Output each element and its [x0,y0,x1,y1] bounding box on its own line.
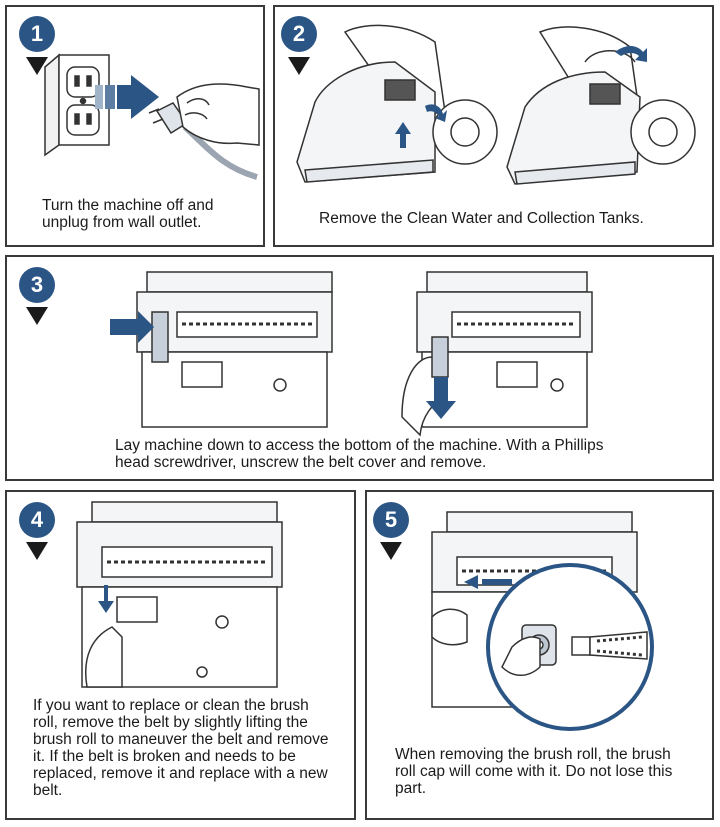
step-number: 3 [30,272,44,297]
step-number: 2 [292,21,306,46]
step-4-panel: 4 If you want to replace or clean the br… [5,490,356,820]
step-5-panel: 5 [365,490,714,820]
brush-roll-illustration [412,507,702,747]
step-4-caption: If you want to replace or clean the brus… [33,697,329,799]
step-4-badge: 4 [19,502,55,538]
step-2-badge: 2 [281,16,317,52]
step-1-panel: 1 [5,5,265,247]
arrow-icon [110,311,154,343]
hand-icon [176,83,260,146]
step-number: 4 [30,507,44,532]
machine-underside-right [401,271,593,437]
belt-cover-illustration [102,267,602,437]
step-3-badge: 3 [19,267,55,303]
step-3-panel: 3 [5,255,714,481]
step-pointer-icon [26,307,48,325]
machine-underside-left [136,271,333,428]
arrow-icon [615,46,647,62]
step-pointer-icon [288,57,310,75]
step-number: 5 [384,507,398,532]
step-1-badge: 1 [19,16,55,52]
step-pointer-icon [380,542,402,560]
arrow-icon [95,75,159,119]
step-2-caption: Remove the Clean Water and Collection Ta… [319,210,644,227]
magnified-view [486,563,654,731]
step-5-caption: When removing the brush roll, the brush … [395,746,673,797]
hand-icon [431,608,541,676]
arrow-icon [464,575,512,589]
machine-left [296,24,498,183]
step-3-caption: Lay machine down to access the bottom of… [115,437,604,471]
step-1-caption: Turn the machine off and unplug from wal… [42,197,214,231]
arrow-icon [395,104,447,148]
step-5-badge: 5 [373,502,409,538]
step-number: 1 [30,21,44,46]
remove-belt-illustration [62,497,292,692]
machine-underside [76,501,283,688]
unplug-illustration [37,27,262,192]
step-pointer-icon [26,57,48,75]
step-pointer-icon [26,542,48,560]
remove-tanks-illustration [285,22,710,192]
machine-right [506,26,696,185]
brush-roll-icon [571,631,648,660]
arrow-icon [426,377,456,419]
arrow-icon [98,585,114,613]
step-2-panel: 2 [273,5,714,247]
